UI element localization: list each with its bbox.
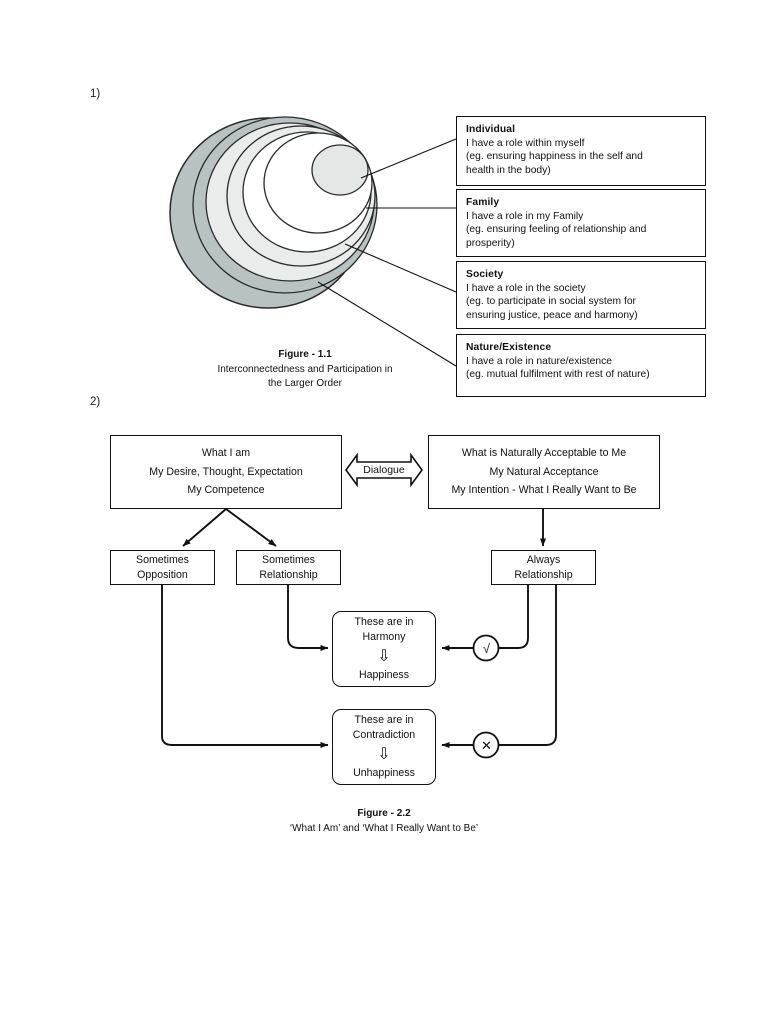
contradiction-down-arrow-icon: ⇩ bbox=[377, 745, 391, 763]
fig1-box-individual-title: Individual bbox=[466, 124, 516, 135]
fig1-box-society-line3: ensuring justice, peace and harmony) bbox=[466, 309, 638, 321]
what-i-am-line2: My Desire, Thought, Expectation bbox=[149, 465, 303, 478]
list-marker-1: 1) bbox=[90, 88, 101, 100]
always-relationship-line2: Relationship bbox=[514, 568, 573, 581]
always-relationship-line1: Always bbox=[526, 554, 561, 567]
figure2-caption-line1: ‘What I Am’ and ‘What I Really Want to B… bbox=[289, 823, 479, 834]
harmony-box: These are in Harmony ⇩ Happiness bbox=[332, 611, 436, 687]
figure1-caption-line1: Interconnectedness and Participation in bbox=[217, 363, 393, 375]
naturally-acceptable-line1: What is Naturally Acceptable to Me bbox=[461, 447, 627, 460]
cross-icon: ✕ bbox=[481, 738, 492, 753]
harmony-line3: Happiness bbox=[358, 669, 410, 682]
harmony-line2: Harmony bbox=[362, 630, 406, 643]
contradiction-line3: Unhappiness bbox=[353, 767, 415, 780]
what-i-am-line1: What I am bbox=[201, 447, 251, 460]
fig1-box-individual-line2: (eg. ensuring happiness in the self and bbox=[466, 151, 643, 163]
fig1-box-family-line2: (eg. ensuring feeling of relationship an… bbox=[466, 224, 647, 236]
sometimes-opposition-line2: Opposition bbox=[137, 568, 188, 581]
naturally-acceptable-box: What is Naturally Acceptable to Me My Na… bbox=[428, 435, 660, 509]
figure2-caption-title: Figure - 2.2 bbox=[357, 808, 411, 819]
figure1-leader-lines bbox=[317, 138, 457, 367]
fig1-box-family: Family I have a role in my Family (eg. e… bbox=[456, 189, 706, 257]
contradiction-box: These are in Contradiction ⇩ Unhappiness bbox=[332, 709, 436, 785]
concentric-ellipses bbox=[169, 116, 378, 309]
fig1-box-individual-line1: I have a role within myself bbox=[466, 137, 585, 149]
harmony-line1: These are in bbox=[354, 616, 414, 629]
fig1-box-society-line2: (eg. to participate in social system for bbox=[466, 296, 636, 308]
figure1-caption-line2: the Larger Order bbox=[268, 378, 342, 389]
figure2-caption: Figure - 2.2 ‘What I Am’ and ‘What I Rea… bbox=[0, 806, 768, 836]
fig1-box-society-line1: I have a role in the society bbox=[466, 282, 586, 294]
sometimes-relationship-line2: Relationship bbox=[259, 568, 318, 581]
naturally-acceptable-line2: My Natural Acceptance bbox=[489, 465, 599, 478]
fig1-box-family-line3: prosperity) bbox=[466, 237, 515, 249]
sometimes-opposition-box: Sometimes Opposition bbox=[110, 550, 215, 585]
figure1-caption-title: Figure - 1.1 bbox=[278, 349, 332, 360]
sometimes-opposition-line1: Sometimes bbox=[136, 554, 189, 567]
fig1-box-individual: Individual I have a role within myself (… bbox=[456, 116, 706, 186]
naturally-acceptable-line3: My Intention - What I Really Want to Be bbox=[451, 484, 637, 497]
fig1-box-nature-existence-line1: I have a role in nature/existence bbox=[466, 355, 612, 367]
fig1-box-nature-existence-line2: (eg. mutual fulfilment with rest of natu… bbox=[466, 369, 650, 381]
figure1-caption: Figure - 1.1 Interconnectedness and Part… bbox=[170, 348, 440, 392]
fig1-box-family-title: Family bbox=[466, 197, 500, 208]
fig1-box-individual-line3: health in the body) bbox=[466, 164, 551, 176]
fig1-box-family-line1: I have a role in my Family bbox=[466, 210, 584, 222]
what-i-am-box: What I am My Desire, Thought, Expectatio… bbox=[110, 435, 342, 509]
sometimes-relationship-box: Sometimes Relationship bbox=[236, 550, 341, 585]
fig1-box-society-title: Society bbox=[466, 269, 504, 280]
what-i-am-line3: My Competence bbox=[187, 484, 265, 497]
list-marker-2: 2) bbox=[90, 396, 101, 408]
always-relationship-box: Always Relationship bbox=[491, 550, 596, 585]
check-icon: √ bbox=[482, 641, 491, 656]
dialogue-label: Dialogue bbox=[363, 464, 405, 476]
sometimes-relationship-line1: Sometimes bbox=[262, 554, 315, 567]
fig1-box-society: Society I have a role in the society (eg… bbox=[456, 261, 706, 329]
fig1-box-nature-existence-title: Nature/Existence bbox=[466, 342, 552, 353]
contradiction-line1: These are in bbox=[354, 714, 414, 727]
harmony-down-arrow-icon: ⇩ bbox=[377, 647, 391, 665]
fig1-box-nature-existence: Nature/Existence I have a role in nature… bbox=[456, 334, 706, 397]
contradiction-line2: Contradiction bbox=[352, 728, 416, 741]
